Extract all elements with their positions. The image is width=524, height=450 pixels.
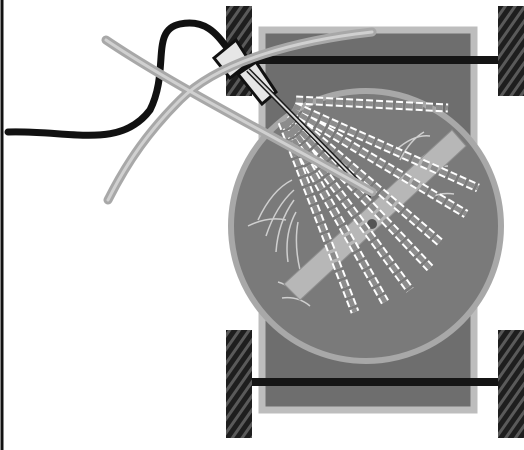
- blade-hub: [367, 219, 377, 229]
- front-right-wheel: [498, 6, 524, 96]
- garden-hose: [4, 19, 236, 139]
- prohibition-x-icon: [101, 27, 377, 205]
- rear-right-wheel: [498, 330, 524, 438]
- rear-left-wheel: [226, 330, 252, 438]
